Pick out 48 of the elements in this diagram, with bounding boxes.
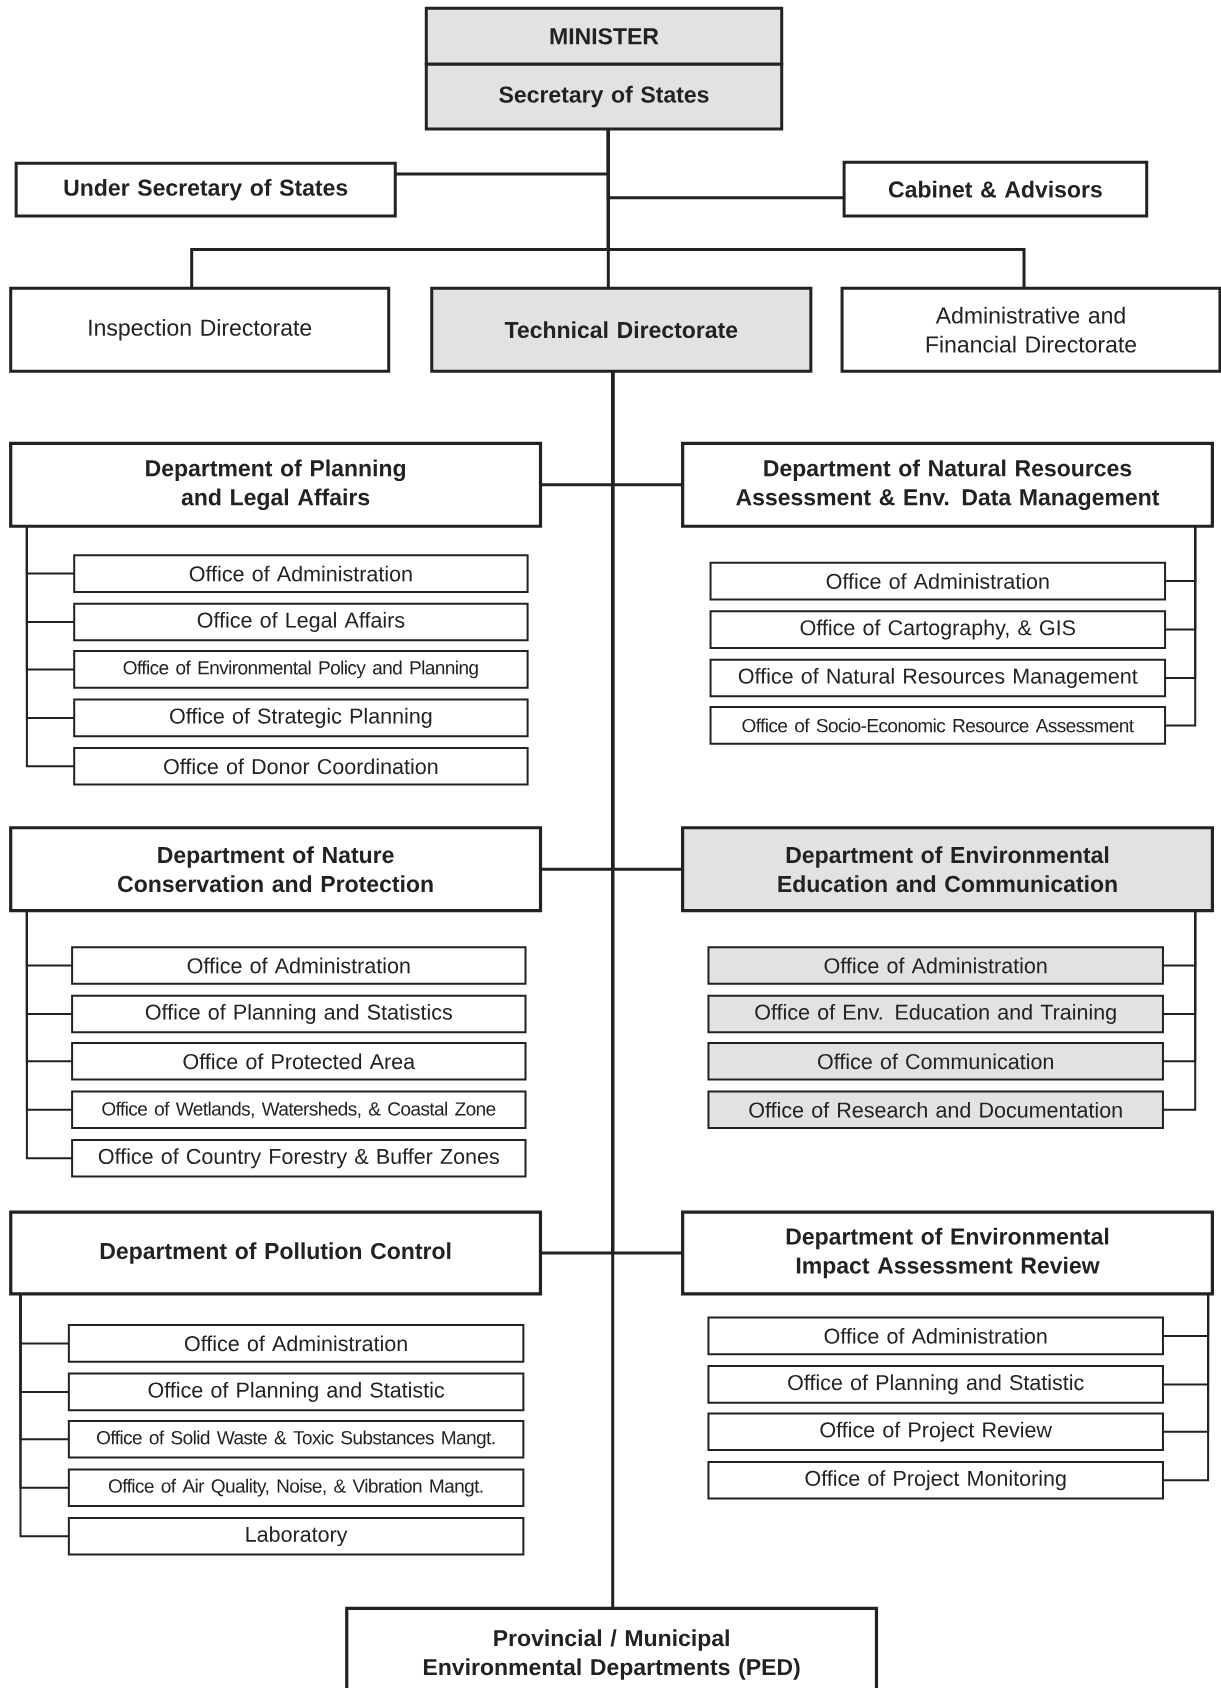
department-box: Department of Environmental Impact Assessment Review bbox=[681, 1210, 1214, 1296]
connector-line bbox=[1161, 909, 1197, 1111]
connector-line bbox=[1161, 1292, 1210, 1482]
title-box: Cabinet & Advisors bbox=[842, 160, 1149, 218]
office-box: Office of Environmental Policy and Planning bbox=[73, 650, 529, 689]
title-box: MINISTER bbox=[424, 6, 784, 66]
office-box: Office of Legal Affairs bbox=[73, 602, 529, 642]
office-box: Office of Communication bbox=[707, 1042, 1164, 1081]
office-box: Office of Env. Education and Training bbox=[707, 994, 1164, 1034]
office-box: Office of Protected Area bbox=[71, 1042, 527, 1081]
connector-line bbox=[606, 128, 1026, 289]
connector-line bbox=[25, 909, 74, 1160]
office-box: Office of Solid Waste & Toxic Substances Mangt. bbox=[67, 1420, 525, 1459]
title-box: Secretary of States bbox=[424, 62, 784, 131]
directorate-box: Inspection Directorate bbox=[9, 286, 391, 373]
office-box: Office of Administration bbox=[71, 946, 527, 985]
office-box: Office of Administration bbox=[73, 554, 529, 593]
office-box: Office of Administration bbox=[709, 561, 1167, 601]
office-box: Office of Socio-Economic Resource Assessment bbox=[709, 706, 1167, 745]
department-box: Provincial / Municipal Environmental Departments (PED) bbox=[345, 1606, 879, 1688]
department-box: Department of Planning and Legal Affairs bbox=[9, 441, 543, 528]
office-box: Office of Wetlands, Watersheds, & Coastal Zone bbox=[71, 1090, 527, 1130]
office-box: Office of Planning and Statistic bbox=[67, 1372, 525, 1412]
office-box: Office of Strategic Planning bbox=[73, 698, 529, 738]
office-box: Office of Air Quality, Noise, & Vibration Mangt. bbox=[67, 1468, 525, 1507]
office-box: Office of Project Monitoring bbox=[707, 1460, 1164, 1500]
office-box: Office of Donor Coordination bbox=[73, 747, 529, 786]
office-box: Office of Planning and Statistics bbox=[71, 994, 527, 1034]
office-box: Office of Cartography, & GIS bbox=[709, 610, 1167, 649]
office-box: Office of Project Review bbox=[707, 1412, 1164, 1451]
title-box: Technical Directorate bbox=[430, 286, 813, 373]
office-box: Office of Country Forestry & Buffer Zones bbox=[71, 1139, 527, 1178]
office-box: Office of Administration bbox=[67, 1324, 525, 1363]
connector-line bbox=[25, 525, 76, 768]
department-box: Department of Natural Resources Assessment & Env. Data Management bbox=[681, 441, 1214, 528]
connector-line bbox=[611, 371, 615, 1609]
office-box: Office of Administration bbox=[707, 1316, 1164, 1356]
office-box: Laboratory bbox=[67, 1516, 525, 1556]
department-box: Department of Pollution Control bbox=[9, 1210, 543, 1296]
connector-line bbox=[1164, 525, 1197, 727]
office-box: Office of Natural Resources Management bbox=[709, 658, 1167, 698]
directorate-box: Administrative and Financial Directorate bbox=[840, 286, 1221, 373]
office-box: Office of Planning and Statistic bbox=[707, 1365, 1164, 1404]
title-box: Under Secretary of States bbox=[14, 161, 397, 218]
office-box: Office of Administration bbox=[707, 946, 1164, 985]
office-box: Office of Research and Documentation bbox=[707, 1090, 1164, 1130]
department-box: Department of Environmental Education and Communication bbox=[681, 826, 1214, 913]
department-box: Department of Nature Conservation and Protection bbox=[9, 826, 543, 913]
